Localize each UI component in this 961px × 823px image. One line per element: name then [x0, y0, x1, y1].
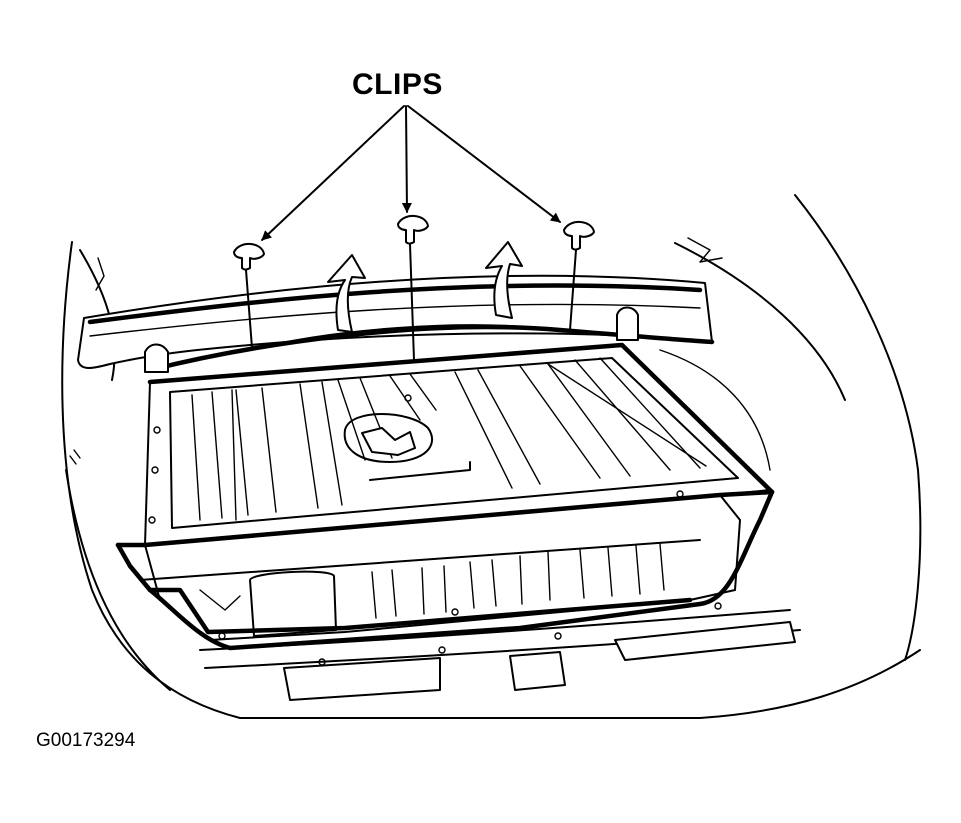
clip-icon — [233, 215, 595, 361]
figure-id: G00173294 — [36, 730, 136, 751]
rear-sill — [199, 602, 801, 701]
cargo-area-outline — [61, 194, 922, 719]
lift-arrow-icon — [327, 241, 523, 333]
battery-pack — [115, 342, 775, 651]
callout-label-clips: CLIPS — [352, 68, 443, 101]
callout-leaders — [261, 105, 561, 241]
rear-trim-panel — [77, 274, 715, 373]
